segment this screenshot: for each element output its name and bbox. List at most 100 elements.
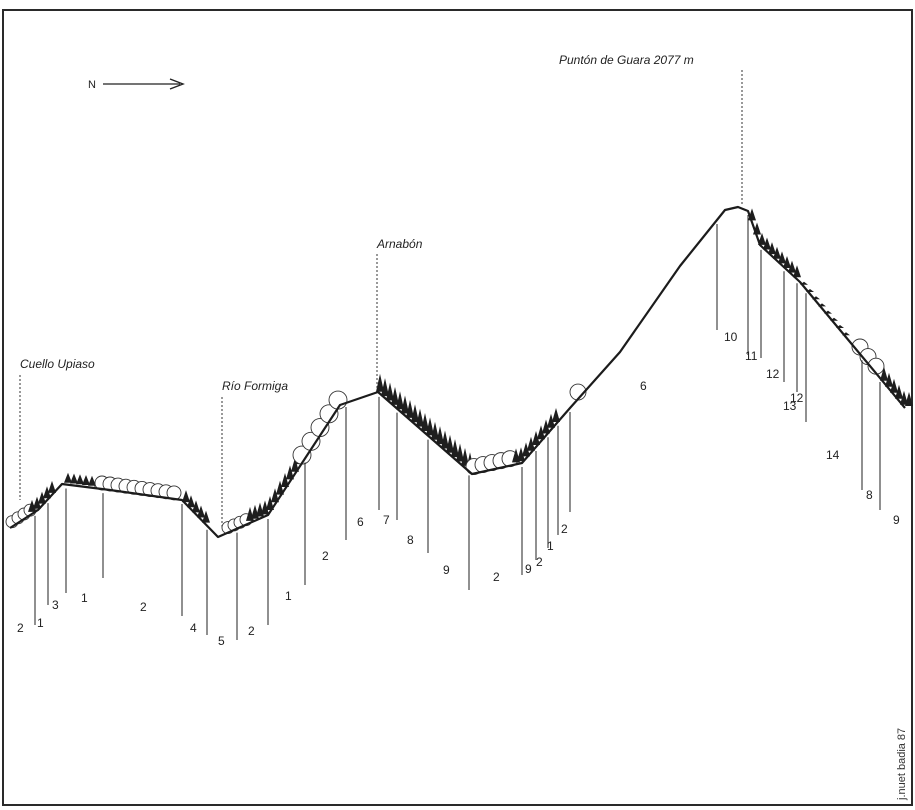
author-signature: j.nuet badia 87 <box>896 728 908 801</box>
arnabon-label: Arnabón <box>376 237 423 251</box>
terrain-profile-line <box>9 205 906 539</box>
conifer-tree <box>182 490 190 503</box>
conifer-tree <box>33 496 41 509</box>
zone-number: 3 <box>52 598 59 612</box>
conifer-tree <box>187 495 195 508</box>
conifer-tree <box>532 430 540 445</box>
conifer-tree <box>38 491 46 504</box>
conifer-tree <box>406 399 414 418</box>
conifer-tree <box>286 465 294 480</box>
conifer-tree <box>788 260 796 273</box>
zone-number: 2 <box>17 621 24 635</box>
conifer-tree <box>426 417 434 436</box>
zone-number: 9 <box>525 562 532 576</box>
conifer-tree <box>381 378 389 397</box>
north-arrow-head <box>169 78 185 90</box>
zone-number: 7 <box>383 513 390 527</box>
conifer-tree <box>431 421 439 440</box>
place-markers: Cuello Upiaso Río Formiga Arnabón Puntón… <box>19 53 743 527</box>
conifer-tree <box>446 434 454 453</box>
zone-number: 1 <box>81 591 88 605</box>
conifer-tree <box>793 265 801 278</box>
north-arrow: N <box>88 78 185 91</box>
conifer-tree <box>281 473 289 488</box>
conifer-tree <box>28 499 36 512</box>
conifer-tree <box>401 395 409 414</box>
conifer-tree <box>552 408 560 423</box>
frame-border <box>2 9 913 806</box>
conifer-tree <box>522 442 530 457</box>
zone-number: 6 <box>357 515 364 529</box>
zone-number: 14 <box>826 448 840 462</box>
conifer-tree <box>905 392 913 406</box>
conifer-tree <box>456 443 464 462</box>
conifer-tree <box>885 372 893 387</box>
conifer-tree <box>192 500 200 513</box>
conifer-tree <box>441 430 449 449</box>
conifer-tree <box>202 510 210 523</box>
conifer-tree <box>391 386 399 405</box>
zone-number: 4 <box>190 621 197 635</box>
zone-number: 1 <box>547 539 554 553</box>
zone-number: 2 <box>561 522 568 536</box>
zone-number: 2 <box>536 555 543 569</box>
conifer-tree <box>411 404 419 423</box>
zone-number: 11 <box>745 349 758 363</box>
zone-number: 12 <box>766 367 780 381</box>
conifer-tree <box>778 251 786 264</box>
zone-number: 2 <box>140 600 147 614</box>
zone-number: 9 <box>893 513 900 527</box>
rio-formiga-label: Río Formiga <box>222 379 288 393</box>
zone-number: 5 <box>218 634 225 648</box>
conifer-tree <box>421 413 429 431</box>
zone-boundary-ticks <box>34 215 881 640</box>
conifer-tree <box>890 378 898 393</box>
conifer-tree <box>547 413 555 428</box>
conifer-tree <box>763 237 771 250</box>
conifer-tree <box>271 488 279 503</box>
conifer-tree <box>461 447 469 466</box>
conifer-tree <box>70 473 78 484</box>
conifer-tree <box>266 495 274 510</box>
conifer-tree <box>436 426 444 445</box>
conifer-tree <box>783 255 791 268</box>
zone-number: 13 <box>783 399 797 413</box>
zone-number: 1 <box>285 589 292 603</box>
conifer-tree <box>291 457 299 472</box>
conifer-tree <box>542 419 550 434</box>
conifer-tree <box>48 480 56 493</box>
conifer-tree <box>82 475 90 485</box>
zone-number: 6 <box>640 379 647 393</box>
conifer-tree <box>276 480 284 495</box>
zone-number: 2 <box>248 624 255 638</box>
conifer-tree <box>386 382 394 401</box>
conifer-tree <box>43 486 51 499</box>
conifer-tree <box>451 439 459 458</box>
conifer-tree <box>895 384 903 399</box>
north-label: N <box>88 79 96 91</box>
conifer-tree <box>376 373 384 392</box>
conifer-tree <box>64 472 72 483</box>
conifer-tree <box>76 474 84 485</box>
conifer-tree <box>517 447 525 462</box>
conifer-tree <box>88 475 96 486</box>
zone-number: 2 <box>322 549 329 563</box>
conifer-tree <box>416 408 424 427</box>
conifer-tree <box>880 366 888 381</box>
conifer-tree <box>261 500 269 515</box>
cuello-upiaso-label: Cuello Upiaso <box>20 357 95 371</box>
zone-number: 2 <box>493 570 500 584</box>
conifer-tree <box>773 246 781 259</box>
conifer-tree <box>396 391 404 410</box>
punton-label: Puntón de Guara 2077 m <box>559 53 694 67</box>
conifer-tree <box>768 242 776 255</box>
zone-number: 8 <box>407 533 414 547</box>
zone-number: 10 <box>724 330 738 344</box>
zone-number: 12 <box>790 391 804 405</box>
zone-number: 9 <box>443 563 450 577</box>
conifer-tree <box>537 425 545 440</box>
conifer-tree <box>527 436 535 451</box>
zone-number: 1 <box>37 616 44 630</box>
